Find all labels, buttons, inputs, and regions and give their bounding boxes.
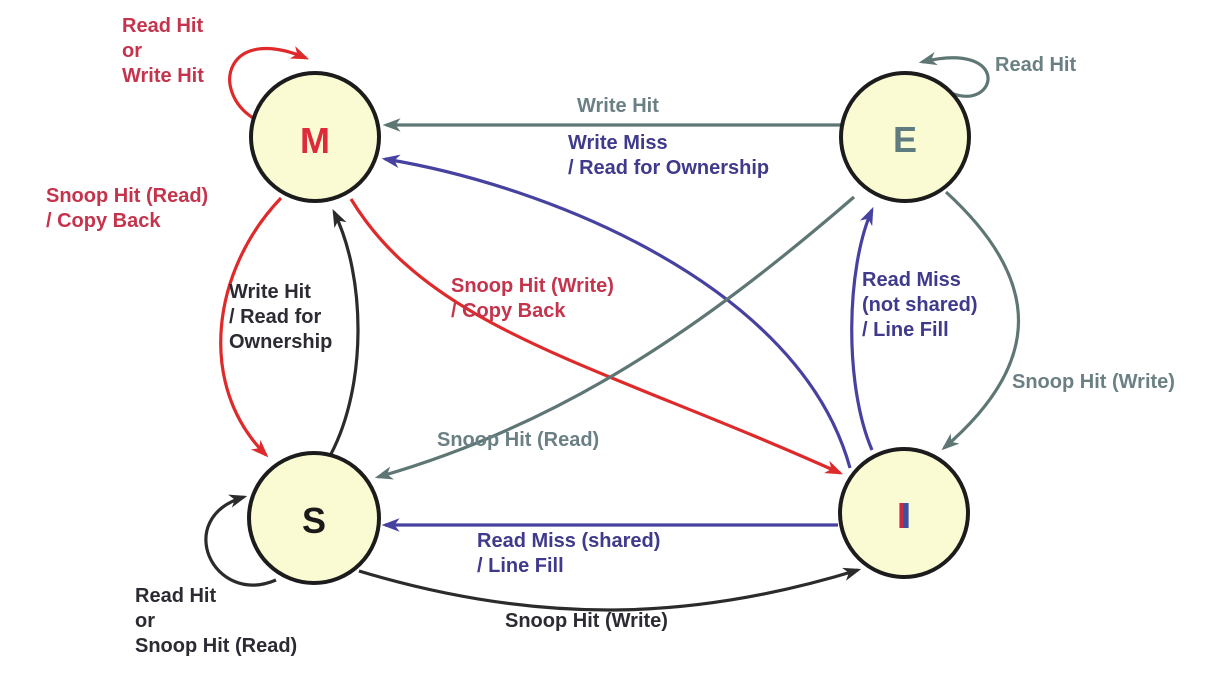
transition-m-to-i-arrow <box>349 198 844 475</box>
state-label-exclusive: E <box>892 119 918 160</box>
transition-s-self-loop-arrow <box>204 494 277 587</box>
state-node-invalid <box>838 447 970 579</box>
label-e-to-m-write-hit: Write Hit <box>577 95 659 117</box>
label-i-to-e-read-miss: Read Miss (not shared) / Line Fill <box>862 269 978 341</box>
label-m-self-read-or-write-hit: Read Hit or Write Hit <box>122 15 204 87</box>
label-e-to-s-snoop-hit-read: Snoop Hit (Read) <box>437 429 600 451</box>
transition-m-self-loop-arrow <box>228 46 310 120</box>
transition-e-to-i-arrow <box>941 190 1020 451</box>
label-m-to-s-snoop-hit-read: Snoop Hit (Read) / Copy Back <box>46 185 209 232</box>
transition-i-to-m-arrow <box>381 154 852 469</box>
label-s-self-read-or-snoop-hit: Read Hit or Snoop Hit (Read) <box>135 585 298 657</box>
label-e-to-i-snoop-hit-write: Snoop Hit (Write) <box>1012 371 1175 393</box>
state-label-modified: M <box>300 120 330 161</box>
label-i-to-s-read-miss-shared: Read Miss (shared) / Line Fill <box>477 530 661 577</box>
state-node-shared <box>247 451 381 585</box>
state-label-invalid: I <box>900 495 912 536</box>
transition-e-self-loop-arrow <box>918 51 990 98</box>
state-node-exclusive <box>839 71 971 203</box>
transition-s-to-i-arrow <box>358 567 862 612</box>
state-label-shared: S <box>301 500 327 541</box>
label-m-to-i-snoop-hit-write: Snoop Hit (Write) / Copy Back <box>451 275 614 322</box>
label-i-to-m-write-miss: Write Miss / Read for Ownership <box>568 132 770 179</box>
label-s-to-i-snoop-hit-write: Snoop Hit (Write) <box>505 610 668 632</box>
transition-m-to-s-arrow <box>219 196 283 458</box>
transition-s-to-m-arrow <box>329 208 360 455</box>
transition-e-to-s-arrow <box>374 195 856 480</box>
transition-i-to-e-arrow <box>850 206 874 451</box>
label-e-self-read-hit: Read Hit <box>995 54 1077 76</box>
label-s-to-m-write-hit: Write Hit / Read for Ownership <box>229 281 333 353</box>
state-node-modified <box>249 71 381 203</box>
